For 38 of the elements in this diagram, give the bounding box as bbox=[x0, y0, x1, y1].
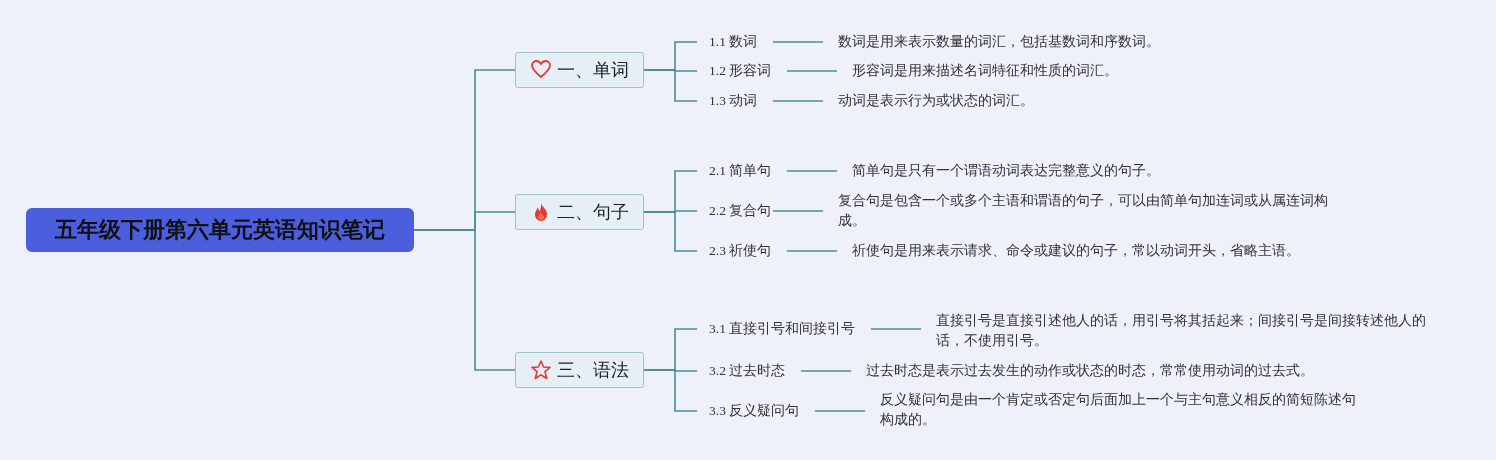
connector-line bbox=[643, 69, 698, 102]
connector-line bbox=[786, 170, 838, 172]
central-topic: 五年级下册第六单元英语知识笔记 bbox=[26, 208, 414, 252]
note-text: 反义疑问句是由一个肯定或否定句后面加上一个与主句意义相反的简短陈述句构成的。 bbox=[865, 390, 1365, 430]
connector-line bbox=[772, 210, 824, 212]
connector-line bbox=[643, 211, 698, 252]
note-text: 直接引号是直接引述他人的话，用引号将其括起来；间接引号是间接转述他人的话，不使用引号。 bbox=[921, 311, 1441, 351]
connector-line bbox=[814, 410, 866, 412]
note-text: 动词是表示行为或状态的词汇。 bbox=[823, 91, 1083, 111]
note-text: 祈使句是用来表示请求、命令或建议的句子，常以动词开头，省略主语。 bbox=[837, 241, 1317, 261]
subtopic-label: 2.2 复合句 bbox=[697, 201, 773, 221]
topic-label: 二、句子 bbox=[556, 201, 629, 224]
connector-line bbox=[870, 328, 922, 330]
subtopic-label: 2.3 祈使句 bbox=[697, 241, 787, 261]
topic-box bbox=[515, 352, 644, 388]
subtopic-label: 3.1 直接引号和间接引号 bbox=[697, 319, 871, 339]
topic-label: 三、语法 bbox=[556, 359, 629, 382]
note-text: 复合句是包含一个或多个主语和谓语的句子，可以由简单句加连词或从属连词构成。 bbox=[823, 191, 1353, 231]
note-text: 过去时态是表示过去发生的动作或状态的时态，常常使用动词的过去式。 bbox=[851, 361, 1341, 381]
connector-line bbox=[643, 369, 698, 412]
subtopic-label: 1.1 数词 bbox=[697, 32, 773, 52]
connector-line bbox=[800, 370, 852, 372]
subtopic-label: 1.3 动词 bbox=[697, 91, 773, 111]
subtopic-label: 3.3 反义疑问句 bbox=[697, 401, 815, 421]
connector-line bbox=[772, 100, 824, 102]
subtopic-label: 1.2 形容词 bbox=[697, 61, 787, 81]
subtopic-label: 3.2 过去时态 bbox=[697, 361, 801, 381]
connector-line bbox=[413, 229, 516, 371]
connector-line bbox=[786, 70, 838, 72]
connector-line bbox=[772, 41, 824, 43]
topic-label: 一、单词 bbox=[556, 59, 629, 82]
topic-box bbox=[515, 52, 644, 88]
connector-line bbox=[786, 250, 838, 252]
subtopic-label: 2.1 简单句 bbox=[697, 161, 787, 181]
note-text: 形容词是用来描述名词特征和性质的词汇。 bbox=[837, 61, 1157, 81]
note-text: 简单句是只有一个谓语动词表达完整意义的句子。 bbox=[837, 161, 1197, 181]
note-text: 数词是用来表示数量的词汇，包括基数词和序数词。 bbox=[823, 32, 1183, 52]
topic-box bbox=[515, 194, 644, 230]
